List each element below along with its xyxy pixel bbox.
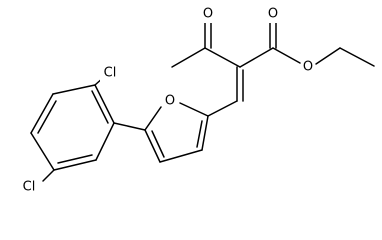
bond bbox=[201, 115, 209, 151]
svg-text:O: O bbox=[203, 7, 213, 22]
bond bbox=[95, 122, 115, 161]
svg-text:O: O bbox=[268, 7, 278, 22]
bond bbox=[179, 102, 209, 117]
atom-label-o-ester-carbonyl: O bbox=[266, 5, 280, 23]
chemical-structure-canvas: Cl Cl O O O O bbox=[19, 5, 375, 196]
aromatic-double-bond bbox=[196, 120, 203, 148]
atom-label-o-ketone: O bbox=[201, 5, 215, 23]
bond bbox=[30, 132, 55, 171]
aromatic-double-bond bbox=[151, 130, 165, 158]
dichlorophenyl-ring bbox=[30, 84, 115, 171]
svg-text:Cl: Cl bbox=[104, 66, 117, 81]
bond bbox=[204, 47, 241, 68]
aromatic-double-bond bbox=[91, 90, 109, 124]
bond-furan-vinyl bbox=[207, 100, 238, 117]
bond bbox=[52, 84, 96, 95]
furan-ring bbox=[144, 102, 209, 163]
atom-label-o-ester: O bbox=[301, 58, 315, 76]
bond-ethyl bbox=[339, 47, 375, 67]
atom-label-cl-bottom: Cl bbox=[19, 178, 39, 196]
bond-methyl bbox=[171, 47, 206, 68]
bond bbox=[30, 93, 54, 134]
svg-text:O: O bbox=[165, 94, 175, 109]
bond-c-cl-bottom bbox=[42, 169, 55, 182]
atom-label-o-furan: O bbox=[163, 92, 177, 110]
bond bbox=[239, 47, 274, 68]
bond bbox=[144, 129, 161, 163]
atom-label-cl-top: Cl bbox=[100, 64, 120, 82]
svg-text:Cl: Cl bbox=[23, 180, 36, 195]
aromatic-double-bond bbox=[57, 154, 93, 164]
molecule-drawing: Cl Cl O O O O bbox=[19, 5, 375, 196]
bond bbox=[272, 47, 301, 64]
aromatic-double-bond bbox=[37, 100, 57, 134]
bond bbox=[159, 149, 203, 163]
bond bbox=[53, 159, 97, 171]
bond bbox=[144, 106, 162, 131]
biaryl-bond bbox=[113, 122, 146, 131]
bond bbox=[94, 84, 115, 124]
svg-text:O: O bbox=[303, 60, 313, 75]
bond bbox=[315, 47, 341, 65]
